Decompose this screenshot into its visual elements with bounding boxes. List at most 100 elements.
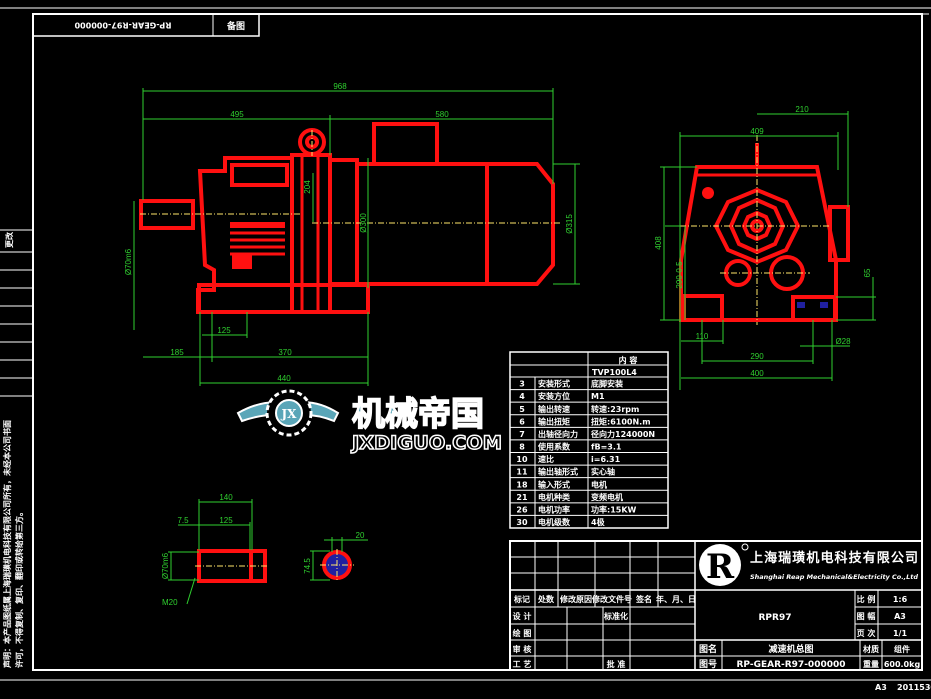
- dim-foot-hole: 125: [217, 326, 231, 335]
- param-value: 底脚安装: [590, 379, 623, 389]
- terminal-box: [372, 122, 439, 166]
- param-no: 21: [516, 493, 528, 502]
- dim-shaft-to-foot: 185: [170, 348, 184, 357]
- dim-key-height: 74.5: [303, 558, 312, 574]
- param-value: 扭矩:6100N.m: [591, 416, 651, 426]
- dim-shaft-offset: 7.5: [177, 516, 189, 525]
- param-name: 出轴径向力: [538, 429, 578, 439]
- revision-header: 年、月、日: [656, 594, 696, 604]
- dim-motor-length: 580: [435, 110, 449, 119]
- dim-base-width: 400: [750, 369, 764, 378]
- param-value: 电机: [591, 479, 607, 489]
- adapter: [328, 158, 359, 286]
- sheet-value: 1/1: [893, 629, 907, 638]
- dim-hole-span: 290: [750, 352, 764, 361]
- material-label: 材质: [863, 644, 879, 654]
- param-name: 输出轴形式: [538, 467, 578, 477]
- logo-letter: R: [706, 547, 735, 587]
- param-value: 变频电机: [591, 492, 623, 502]
- foot: [197, 283, 370, 314]
- motor-body: [355, 162, 555, 286]
- dim-foot-length: 440: [277, 374, 291, 383]
- param-no: 5: [519, 405, 525, 414]
- rotated-drawing-number: RP-GEAR-R97-000000: [74, 21, 171, 30]
- header-label: 备图: [226, 20, 245, 32]
- param-name: 电机功率: [538, 504, 570, 514]
- param-name: 电机种类: [538, 492, 570, 502]
- param-value: 转速:23rpm: [591, 404, 639, 414]
- notice-line-1: 声明：本产品图纸属上海瑞璜机电科技有限公司所有，未经本公司书面: [2, 420, 12, 669]
- param-no: 26: [516, 505, 528, 514]
- weight-value: 600.0kg: [884, 660, 921, 669]
- dim-gear-length: 495: [230, 110, 244, 119]
- param-name: 速比: [538, 454, 554, 464]
- param-value: 实心轴: [591, 467, 615, 477]
- dim-foot-span: 370: [278, 348, 292, 357]
- param-value: 功率:15KW: [591, 504, 637, 514]
- company-name-cn: 上海瑞璜机电科技有限公司: [750, 550, 918, 566]
- side-view-outline: [679, 135, 850, 325]
- left-strip: 更改 声明：本产品图纸属上海瑞璜机电科技有限公司所有，未经本公司书面 许可，不得…: [0, 229, 33, 669]
- main-view-dimensions: 968 495 580 125 185 370 440 204 Ø315 Ø30…: [124, 82, 580, 386]
- watermark-logo: JX 机械帝国 JXDIGUO.COM: [236, 389, 503, 455]
- drawing-name: 减速机总图: [768, 643, 813, 655]
- param-no: 7: [519, 430, 525, 439]
- role-review: 审 核: [513, 644, 532, 654]
- title-block: 标记处数修改原因修改文件号签名年、月、日 设 计 绘 图 审 核 工 艺 标准化…: [509, 540, 923, 671]
- param-no: 3: [519, 380, 525, 389]
- company-logo: R: [699, 543, 749, 587]
- dim-key-width: 20: [356, 531, 365, 540]
- param-name: 输出扭矩: [538, 416, 570, 426]
- dim-shaft-diameter-detail: Ø70m6: [161, 552, 170, 579]
- param-name: 使用系数: [537, 442, 571, 452]
- dim-center: 290-0.5: [675, 261, 684, 289]
- param-name: 输出转速: [538, 404, 570, 414]
- main-view-outline: [139, 122, 560, 314]
- material-value: 组件: [894, 644, 910, 654]
- size-label: 图 幅: [857, 611, 876, 621]
- table-header: 内 容: [619, 355, 638, 365]
- dim-foot-height: 65: [863, 268, 872, 277]
- param-value: 径向力124000N: [591, 429, 655, 439]
- revision-header: 处数: [537, 594, 555, 604]
- dim-flange-diameter: Ø300: [359, 213, 368, 233]
- param-no: 10: [516, 455, 528, 464]
- watermark-url: JXDIGUO.COM: [350, 432, 502, 454]
- change-label: 更改: [4, 231, 14, 248]
- watermark-badge: JX: [281, 407, 298, 421]
- revision-header: 签名: [635, 594, 652, 604]
- param-no: 4: [519, 392, 525, 401]
- role-design: 设 计: [513, 611, 532, 621]
- scale-value: 1:6: [893, 595, 908, 604]
- dim-top-width: 409: [750, 127, 764, 136]
- param-no: 18: [516, 480, 528, 489]
- shaft-detail: 140 7.5 125 Ø70m6 M20 20 74.5: [161, 493, 368, 607]
- param-name: 输入形式: [538, 479, 570, 489]
- revision-header: 修改文件号: [591, 594, 632, 604]
- dim-hole-diameter: Ø28: [835, 337, 851, 346]
- dim-motor-diameter: Ø315: [565, 214, 574, 234]
- role-drawing: 绘 图: [513, 628, 532, 638]
- company-name-en: Shanghai Reap Mechanical&Electricity Co.…: [750, 573, 918, 581]
- gear-housing-front: [196, 156, 294, 314]
- date-stamp: 2011530: [897, 683, 931, 692]
- top-title-box: RP-GEAR-R97-000000 备图: [32, 13, 260, 37]
- size-value: A3: [894, 612, 906, 621]
- flange: [290, 153, 332, 314]
- paper-size: A3: [875, 683, 887, 692]
- param-name: 安装方位: [538, 391, 570, 401]
- dim-box-offset: 210: [795, 105, 809, 114]
- table-model: TVP100L4: [592, 368, 637, 377]
- param-no: 30: [516, 518, 528, 527]
- param-name: 安装形式: [538, 379, 570, 389]
- watermark-title: 机械帝国: [352, 394, 484, 433]
- role-process: 工 艺: [513, 659, 532, 669]
- dim-key-length: 125: [219, 516, 233, 525]
- dim-center-height: 204: [303, 180, 312, 194]
- drawing-number: RP-GEAR-R97-000000: [736, 660, 845, 670]
- param-value: fB=3.1: [591, 443, 622, 452]
- param-value: 4极: [591, 517, 605, 527]
- notice-line-2: 许可，不得复制、复印、翻印或转给第三方。: [14, 508, 24, 668]
- param-no: 11: [516, 468, 528, 477]
